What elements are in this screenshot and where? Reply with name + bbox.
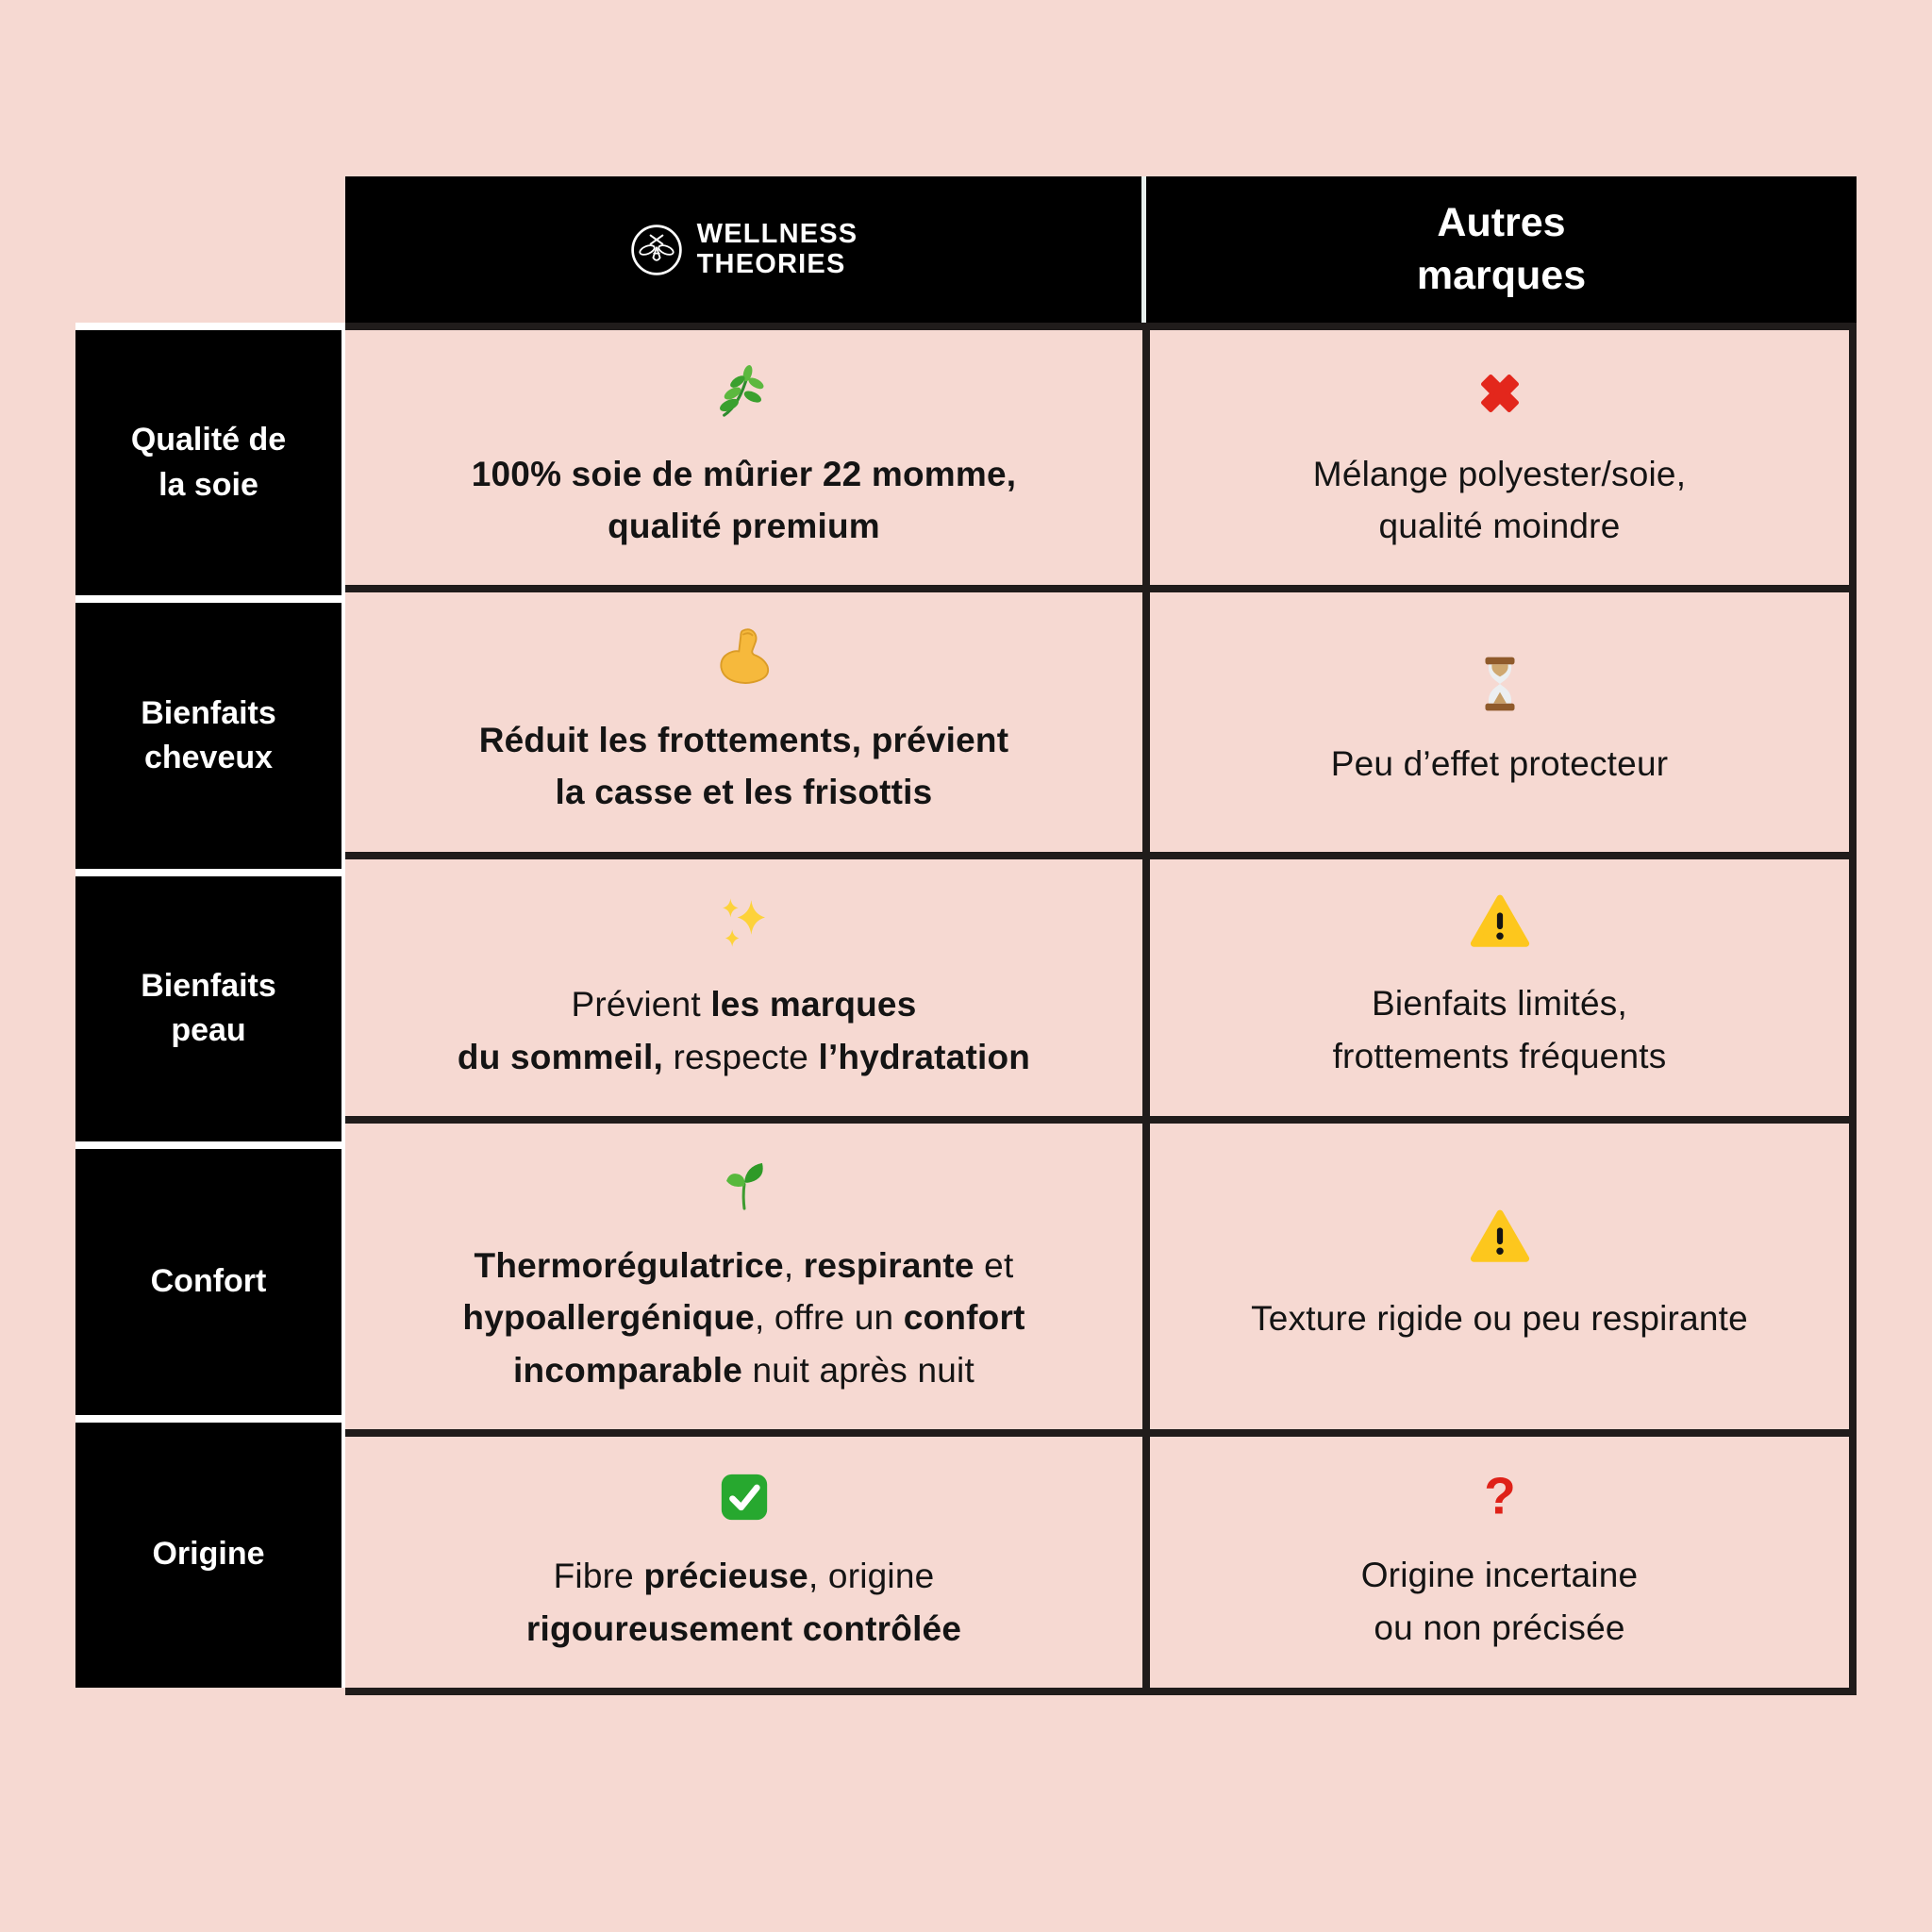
- row-label-column: Qualité de la soie Bienfaits cheveux Bie…: [75, 323, 345, 1688]
- wellness-cell-peau: Prévient les marques du sommeil, respect…: [345, 858, 1142, 1116]
- row-label-bienfaits-peau: Bienfaits peau: [75, 875, 341, 1142]
- row-label-bienfaits-cheveux: Bienfaits cheveux: [75, 603, 341, 869]
- seedling-icon: [715, 1157, 774, 1215]
- cell-text: Prévient les marques du sommeil, respect…: [457, 985, 1031, 1076]
- wellness-cell-confort: Thermorégulatrice, respirante et hypoall…: [345, 1123, 1142, 1429]
- check-mark-icon: [716, 1469, 773, 1525]
- other-cell-peau: Bienfaits limités, frottements fréquents: [1150, 858, 1849, 1116]
- other-cell-confort: Texture rigide ou peu respirante: [1150, 1123, 1849, 1429]
- other-brands-title: Autres marques: [1416, 199, 1587, 298]
- cell-text: Mélange polyester/soie, qualité moindre: [1312, 454, 1687, 546]
- sparkles-icon: [713, 891, 775, 954]
- cell-text: Texture rigide ou peu respirante: [1251, 1299, 1748, 1339]
- herb-icon: [714, 363, 774, 424]
- flexed-biceps-icon: [712, 625, 776, 690]
- row-label-origine: Origine: [75, 1422, 341, 1688]
- warning-icon: [1470, 892, 1530, 953]
- wellness-cell-origine: Fibre précieuse, origine rigoureusement …: [345, 1436, 1142, 1688]
- cell-text: Bienfaits limités, frottements fréquents: [1332, 984, 1667, 1075]
- cell-text: Thermorégulatrice, respirante et hypoall…: [462, 1245, 1025, 1390]
- cross-mark-icon: [1470, 363, 1530, 424]
- bee-logo-icon: [629, 223, 684, 277]
- hourglass-icon: [1471, 655, 1529, 713]
- wellness-cell-qualite: 100% soie de mûrier 22 momme, qualité pr…: [345, 330, 1142, 586]
- cell-text: Peu d’effet protecteur: [1330, 743, 1669, 783]
- brand-line1: WELLNESS: [696, 218, 858, 249]
- row-label-qualite-soie: Qualité de la soie: [75, 330, 341, 596]
- brand-line2: THEORIES: [696, 248, 846, 279]
- comparison-grid: 100% soie de mûrier 22 momme, qualité pr…: [345, 323, 1857, 1695]
- row-label-confort: Confort: [75, 1149, 341, 1415]
- cell-text: Réduit les frottements, prévient la cass…: [478, 720, 1009, 812]
- cell-text: 100% soie de mûrier 22 momme, qualité pr…: [471, 454, 1017, 546]
- cell-text: Fibre précieuse, origine rigoureusement …: [525, 1557, 962, 1648]
- wellness-cell-cheveux: Réduit les frottements, prévient la cass…: [345, 592, 1142, 852]
- other-cell-qualite: Mélange polyester/soie, qualité moindre: [1150, 330, 1849, 586]
- warning-icon: [1470, 1208, 1530, 1268]
- header-autres-marques: Autres marques: [1146, 176, 1857, 323]
- cell-text: Origine incertaine ou non précisée: [1360, 1556, 1639, 1647]
- question-mark-icon: [1473, 1470, 1527, 1524]
- other-cell-origine: Origine incertaine ou non précisée: [1150, 1436, 1849, 1688]
- other-cell-cheveux: Peu d’effet protecteur: [1150, 592, 1849, 852]
